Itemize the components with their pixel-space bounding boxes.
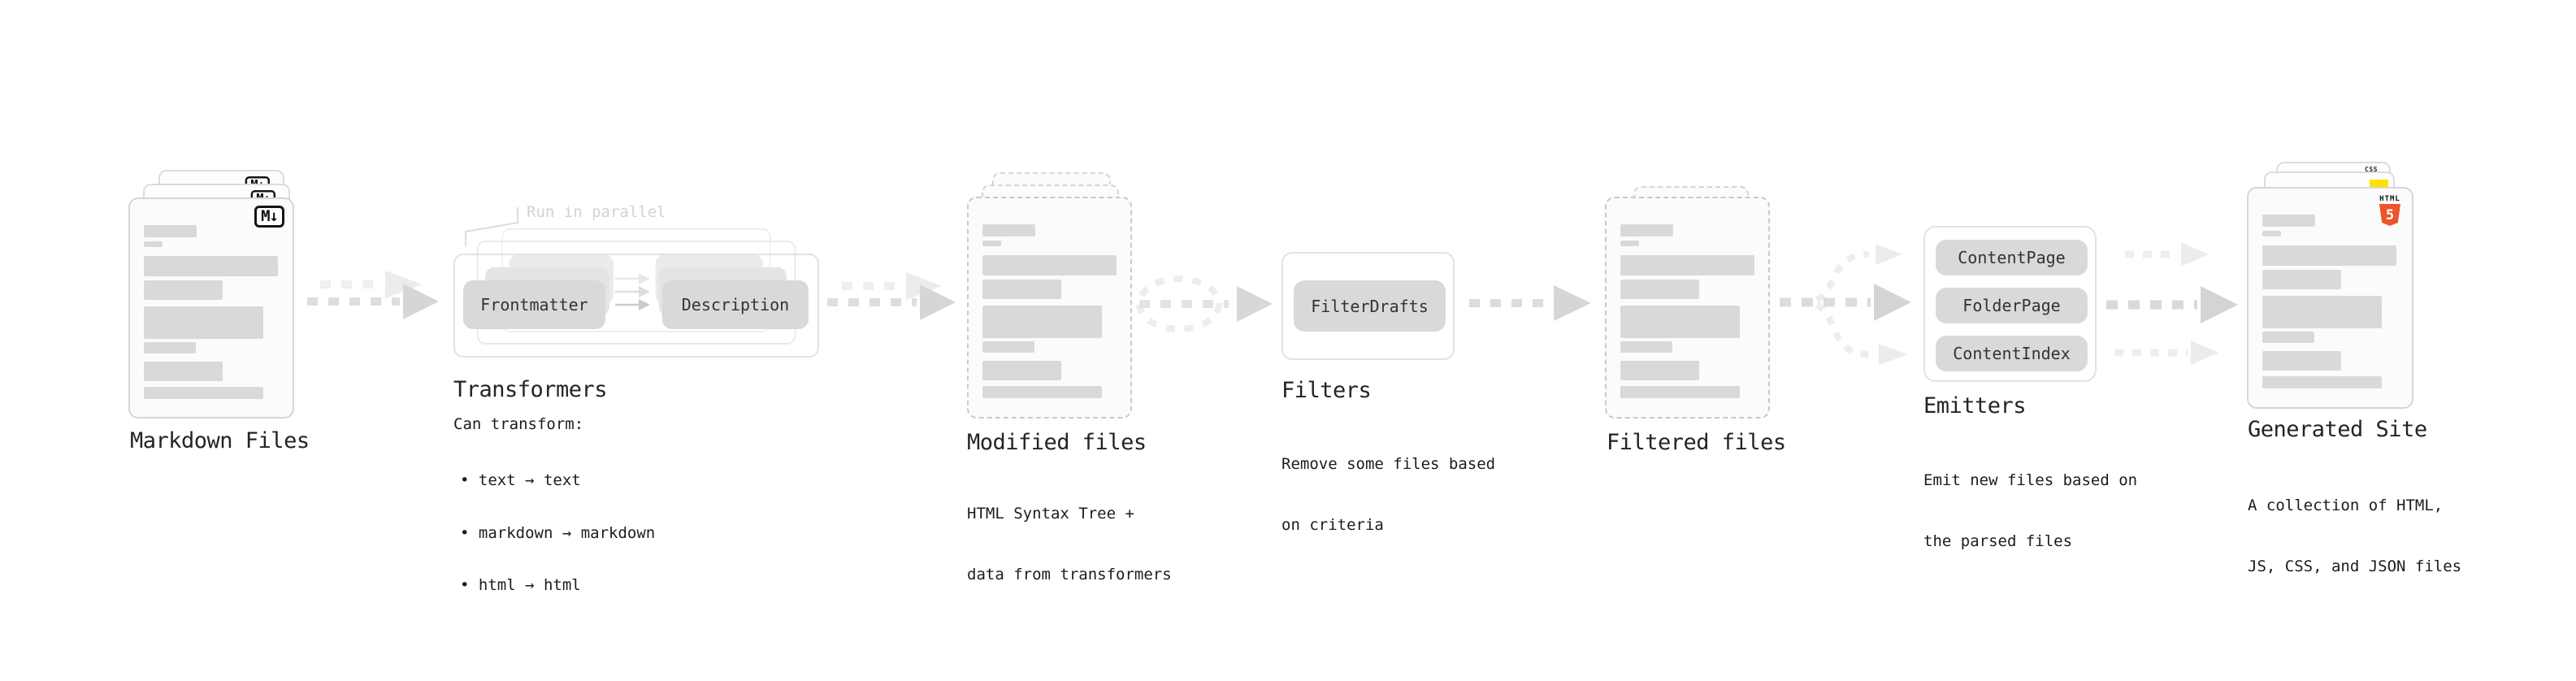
frontmatter-transformer-pill: Frontmatter [463,280,605,329]
html5-icon-word: HTML [2379,195,2400,203]
filters-desc: Remove some files based on criteria [1281,414,1495,576]
arrow-emitters-to-generated [2106,242,2238,365]
html5-icon-number: 5 [2385,206,2395,223]
emitters-container: ContentPage FolderPage ContentIndex [1923,226,2097,382]
transformers-desc-title: Can transform: [453,415,584,433]
arrow-modified-to-filters [1136,275,1273,332]
desc-line: data from transformers [967,566,1172,583]
html5-icon: HTML 5 [2379,195,2401,226]
markdown-file-card: M↓ [128,197,294,419]
folderpage-pill: FolderPage [1936,288,2088,323]
file-skeleton-lines [2249,189,2412,407]
bullet-item: • markdown → markdown [460,523,656,542]
filters-label: Filters [1281,378,1372,403]
filtered-files-label: Filtered files [1607,430,1786,455]
modified-files-label: Modified files [967,430,1147,455]
run-in-parallel-annotation: Run in parallel [527,203,666,221]
markdown-files-label: Markdown Files [130,428,310,453]
annotation-leader-line [465,207,518,246]
generated-site-label: Generated Site [2248,417,2427,442]
filterdrafts-pill: FilterDrafts [1294,280,1446,332]
markdown-icon: M↓ [254,206,284,228]
transformers-bullet-list: • text → text • markdown → markdown • ht… [460,437,655,630]
file-skeleton-lines [130,199,293,417]
transformer-layer-front: Frontmatter Description [453,254,819,358]
desc-line: Emit new files based on [1923,471,2138,489]
bullet-item: • html → html [460,576,581,594]
emitters-label: Emitters [1923,393,2027,419]
arrow-transformers-to-modified [827,272,956,320]
file-skeleton-lines [969,198,1130,417]
desc-line: Remove some files based [1281,455,1496,473]
desc-line: on criteria [1281,516,1384,534]
arrow-markdown-to-transformers [307,271,439,319]
generated-site-card: HTML 5 [2247,187,2413,409]
arrow-filters-to-filtered [1469,285,1591,321]
filtered-file-card [1605,197,1770,419]
desc-line: JS, CSS, and JSON files [2248,557,2462,575]
arrow-filtered-to-emitters [1780,244,1911,365]
file-skeleton-lines [1607,198,1768,417]
contentpage-pill: ContentPage [1936,240,2088,275]
modified-file-card [967,197,1132,419]
desc-line: the parsed files [1923,532,2073,550]
filters-container: FilterDrafts [1281,252,1455,360]
desc-line: HTML Syntax Tree + [967,505,1134,523]
description-transformer-pill: Description [662,280,809,329]
desc-line: A collection of HTML, [2248,497,2444,514]
emitters-desc: Emit new files based on the parsed files [1923,430,2137,592]
transformers-label: Transformers [453,377,608,402]
contentindex-pill: ContentIndex [1936,336,2088,371]
generated-site-desc: A collection of HTML, JS, CSS, and JSON … [2248,455,2461,618]
modified-files-desc: HTML Syntax Tree + data from transformer… [967,463,1172,626]
transformer-arrow-icons [615,273,650,310]
bullet-item: • text → text [460,471,581,489]
